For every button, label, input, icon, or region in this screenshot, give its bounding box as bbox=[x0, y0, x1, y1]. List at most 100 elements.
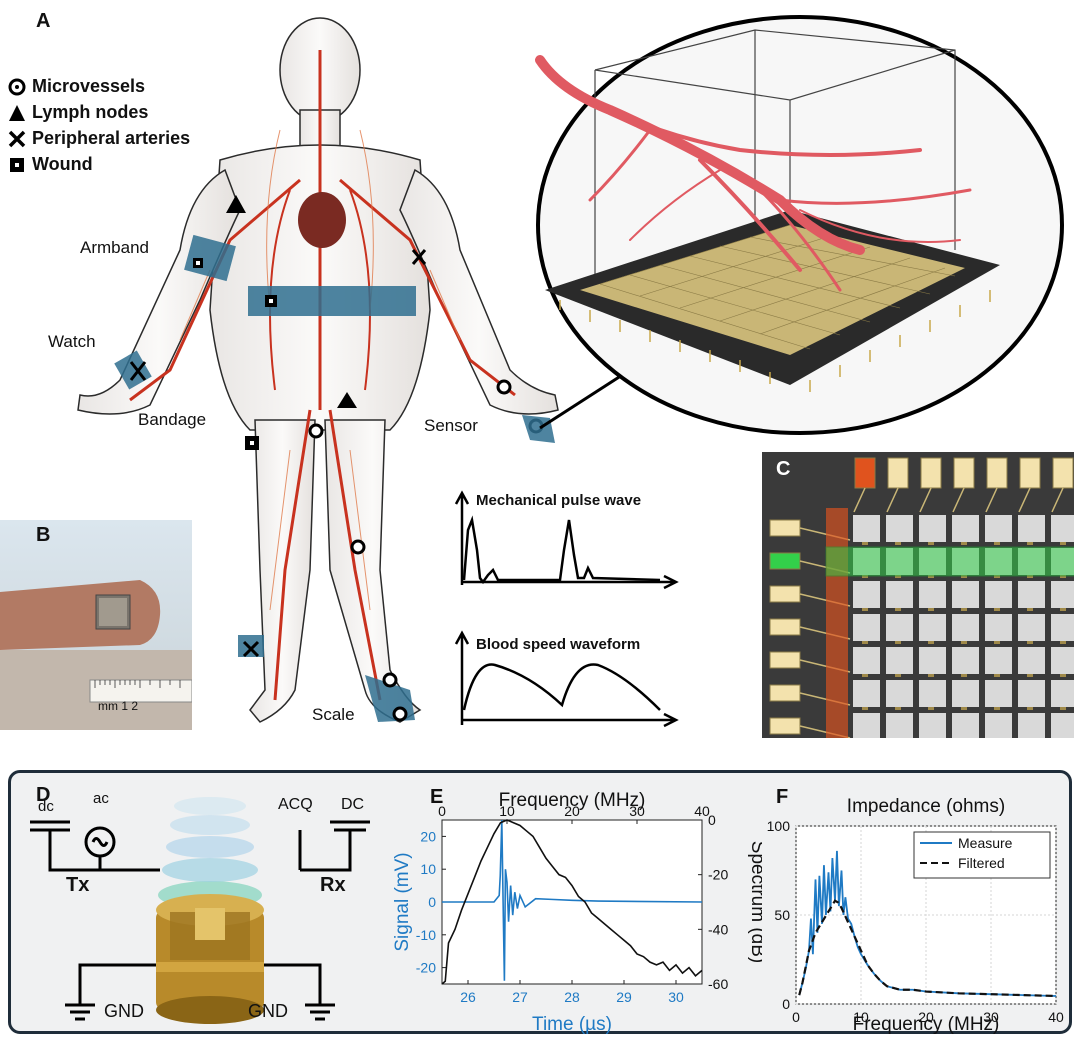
square-dot-icon bbox=[10, 157, 24, 172]
array-cell bbox=[1051, 614, 1074, 641]
cell-contact bbox=[1027, 542, 1033, 545]
array-cell bbox=[886, 647, 913, 674]
array-cell bbox=[952, 647, 979, 674]
left-y-tick-label: 20 bbox=[420, 828, 436, 844]
series-line-filtered bbox=[798, 899, 1057, 998]
label-sensor: Sensor bbox=[424, 416, 478, 435]
panel-d-letter: D bbox=[36, 784, 51, 806]
ultrasound-beam bbox=[158, 797, 262, 909]
array-cell bbox=[919, 515, 946, 542]
left-y-tick-label: 10 bbox=[420, 861, 436, 877]
array-cell bbox=[952, 680, 979, 707]
legend-box bbox=[913, 831, 1051, 879]
vessel-tree bbox=[535, 55, 972, 292]
human-anatomy-figure bbox=[77, 17, 559, 723]
cell-contact bbox=[895, 542, 901, 545]
cell-contact bbox=[1027, 608, 1033, 611]
right-y-tick-label: -20 bbox=[708, 867, 728, 883]
panel-a-letter: A bbox=[36, 10, 51, 32]
array-cell bbox=[886, 581, 913, 608]
array-cell bbox=[886, 680, 913, 707]
row-pad bbox=[769, 717, 801, 735]
cell-contact bbox=[862, 641, 868, 644]
column-trace bbox=[1018, 487, 1031, 513]
bottom-x-axis-label: Time (µs) bbox=[532, 1014, 612, 1034]
cell-contact bbox=[1027, 707, 1033, 710]
x-icon bbox=[8, 130, 26, 147]
cell-contact bbox=[1027, 641, 1033, 644]
column-trace bbox=[952, 487, 965, 513]
array-cell bbox=[1018, 581, 1045, 608]
legend-microvessels: Microvessels bbox=[8, 76, 145, 97]
transducer-element bbox=[156, 894, 264, 1024]
column-pad bbox=[1052, 457, 1074, 489]
row-pad bbox=[769, 618, 801, 636]
cell-contact bbox=[1060, 608, 1066, 611]
array-cell bbox=[1018, 515, 1045, 542]
speed-wave-line bbox=[462, 663, 661, 711]
label-acq: ACQ bbox=[278, 796, 313, 813]
cell-contact bbox=[961, 608, 967, 611]
cell-contact bbox=[895, 641, 901, 644]
array-cell bbox=[919, 647, 946, 674]
column-trace bbox=[886, 487, 899, 513]
cell-contact bbox=[994, 641, 1000, 644]
bottom-x-tick-label: 28 bbox=[564, 989, 580, 1005]
x-tick-label: 0 bbox=[792, 1009, 800, 1025]
speed-wave-plot bbox=[454, 630, 679, 728]
column-trace bbox=[985, 487, 998, 513]
array-cell bbox=[886, 515, 913, 542]
spectrum-series-line bbox=[441, 819, 703, 985]
fingertip-photo bbox=[0, 520, 192, 730]
array-cell bbox=[985, 515, 1012, 542]
top-x-axis-label: Frequency (MHz) bbox=[499, 790, 646, 811]
watch-device bbox=[114, 350, 152, 390]
cell-contact bbox=[994, 674, 1000, 677]
cell-contact bbox=[1027, 674, 1033, 677]
right-y-tick-label: 0 bbox=[708, 812, 716, 828]
armband-device bbox=[184, 234, 236, 282]
array-cell bbox=[853, 647, 880, 674]
array-cell bbox=[1051, 680, 1074, 707]
left-y-axis-label: Signal (mV) bbox=[392, 852, 413, 951]
array-cell bbox=[919, 614, 946, 641]
speed-wave-title: Blood speed waveform bbox=[476, 636, 641, 653]
y-tick-label: 50 bbox=[774, 907, 790, 923]
array-cell bbox=[985, 614, 1012, 641]
array-cell bbox=[919, 713, 946, 738]
label-watch: Watch bbox=[48, 332, 96, 351]
panel-f-letter: F bbox=[776, 786, 789, 808]
column-pad bbox=[920, 457, 942, 489]
legend-label: Wound bbox=[32, 154, 93, 174]
column-pad bbox=[1019, 457, 1041, 489]
cell-contact bbox=[994, 542, 1000, 545]
array-cell bbox=[1051, 581, 1074, 608]
top-x-tick-label: 30 bbox=[629, 803, 645, 819]
array-cell bbox=[1018, 713, 1045, 738]
legend-peripheral-arteries: Peripheral arteries bbox=[8, 128, 190, 149]
label-rx: Rx bbox=[320, 874, 346, 896]
cell-contact bbox=[862, 608, 868, 611]
right-y-tick-label: -40 bbox=[708, 921, 728, 937]
row-pad bbox=[769, 552, 801, 570]
label-gnd-right: GND bbox=[248, 1001, 288, 1021]
cell-contact bbox=[928, 542, 934, 545]
array-cell bbox=[1018, 680, 1045, 707]
highlighted-row bbox=[825, 546, 1074, 577]
legend-label: Peripheral arteries bbox=[32, 128, 191, 148]
top-x-tick-label: 0 bbox=[438, 803, 446, 819]
pulse-wave-plot bbox=[454, 490, 679, 590]
cell-contact bbox=[862, 674, 868, 677]
legend-label: Filtered bbox=[958, 855, 1005, 871]
cell-contact bbox=[961, 707, 967, 710]
cell-contact bbox=[895, 674, 901, 677]
column-trace bbox=[853, 487, 866, 513]
circuit-schematic bbox=[30, 797, 370, 1024]
array-cell bbox=[919, 680, 946, 707]
circle-dot-icon bbox=[8, 78, 26, 95]
row-pad bbox=[769, 651, 801, 669]
cell-contact bbox=[895, 608, 901, 611]
cell-contact bbox=[928, 707, 934, 710]
legend-wound: Wound bbox=[8, 154, 93, 175]
label-dc-big: DC bbox=[341, 796, 365, 813]
